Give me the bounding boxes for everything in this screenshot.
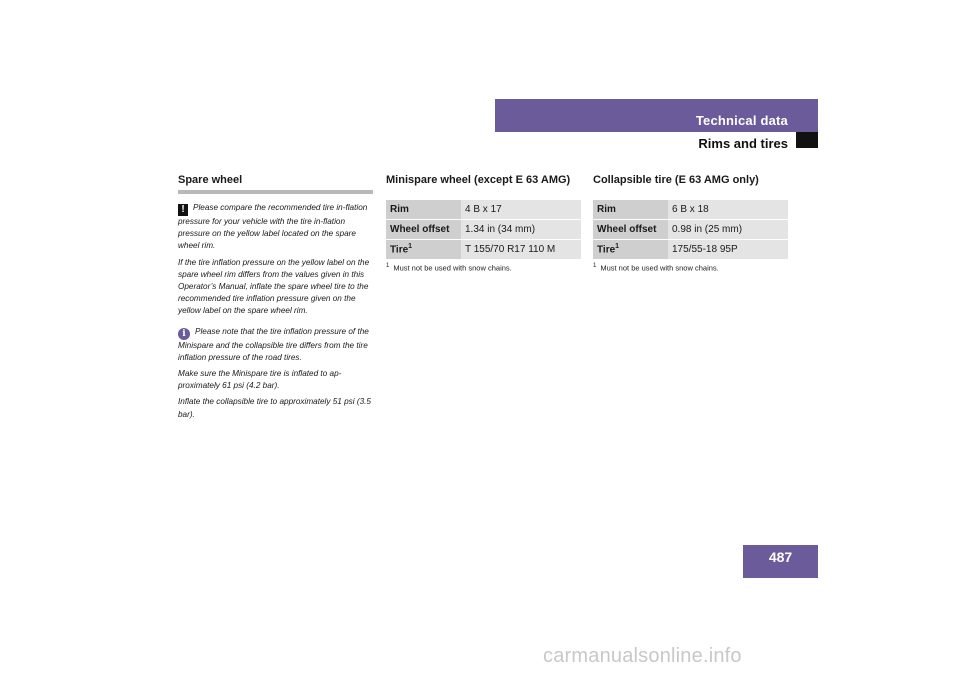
info-icon: i (178, 327, 190, 340)
table-row: Rim 6 B x 18 (593, 200, 788, 220)
row-label-with-footnote: Tire1 (386, 239, 461, 260)
header-tab-marker (796, 132, 818, 148)
row-label: Rim (593, 200, 668, 220)
exclamation-icon: ! (178, 204, 188, 216)
title-divider (178, 190, 373, 194)
spare-wheel-title: Spare wheel (178, 174, 243, 186)
page-number: 487 (743, 545, 818, 578)
collapsible-spec-table: Rim 6 B x 18 Wheel offset 0.98 in (25 mm… (593, 200, 788, 260)
footnote-number: 1 (593, 263, 597, 269)
row-value: 175/55-18 95P (668, 239, 788, 260)
spare-wheel-column: Spare wheel !Please compare the recommen… (178, 174, 373, 425)
row-value: 4 B x 17 (461, 200, 581, 220)
table-row: Rim 4 B x 17 (386, 200, 581, 220)
row-value: T 155/70 R17 110 M (461, 239, 581, 260)
minispare-spec-table: Rim 4 B x 17 Wheel offset 1.34 in (34 mm… (386, 200, 581, 260)
table-row: Tire1 175/55-18 95P (593, 239, 788, 260)
row-label-with-footnote: Tire1 (593, 239, 668, 260)
row-label: Rim (386, 200, 461, 220)
footnote-mark: 1 (615, 243, 620, 251)
header-band (495, 99, 818, 132)
table-row: Tire1 T 155/70 R17 110 M (386, 239, 581, 260)
info-text-3: Inflate the collapsible tire to approxim… (178, 397, 371, 419)
row-value: 6 B x 18 (668, 200, 788, 220)
row-value: 0.98 in (25 mm) (668, 219, 788, 240)
row-label: Wheel offset (593, 219, 668, 240)
table-row: Wheel offset 1.34 in (34 mm) (386, 219, 581, 240)
row-label: Tire (390, 244, 409, 256)
warning-text-2: If the tire inflation pressure on the ye… (178, 257, 370, 316)
warning-text-1: Please compare the recommended tire in-f… (178, 203, 368, 251)
collapsible-column: Collapsible tire (E 63 AMG only) Rim 6 B… (593, 174, 788, 273)
minispare-title: Minispare wheel (except E 63 AMG) (386, 174, 571, 186)
row-label: Wheel offset (386, 219, 461, 240)
watermark-text: carmanualsonline.info (543, 645, 742, 667)
warning-note: !Please compare the recommended tire in-… (178, 202, 373, 253)
section-title: Technical data (695, 113, 788, 128)
row-value: 1.34 in (34 mm) (461, 219, 581, 240)
minispare-column: Minispare wheel (except E 63 AMG) Rim 4 … (386, 174, 581, 273)
footnote-text: Must not be used with snow chains. (393, 263, 512, 273)
collapsible-title: Collapsible tire (E 63 AMG only) (593, 174, 759, 186)
info-text-2: Make sure the Minispare tire is inflated… (178, 369, 342, 391)
row-label: Tire (597, 244, 616, 256)
footnote-number: 1 (386, 263, 390, 269)
subsection-title: Rims and tires (698, 136, 788, 151)
footnote-mark: 1 (408, 243, 413, 251)
info-text-1: Please note that the tire inflation pres… (178, 326, 369, 362)
table-row: Wheel offset 0.98 in (25 mm) (593, 219, 788, 240)
footnote-text: Must not be used with snow chains. (600, 263, 719, 273)
